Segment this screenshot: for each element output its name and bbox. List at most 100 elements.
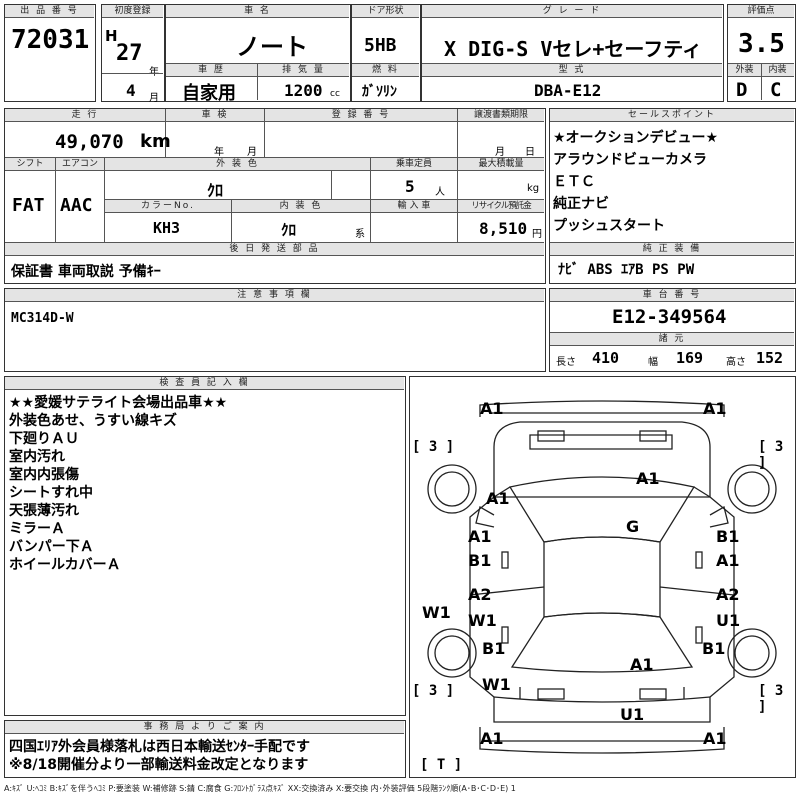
width-label: 幅 — [648, 357, 658, 368]
displacement-unit: cc — [330, 89, 340, 99]
year-unit: 年 — [149, 67, 159, 78]
inspector-line-8: ミラーＡ — [9, 521, 65, 537]
bracket-rear-right-wheel: [ 3 ] — [758, 683, 784, 715]
color-no-label: カラーNo. — [105, 200, 231, 213]
bracket-spare: [ T ] — [420, 757, 463, 773]
door-box: ドア形状 5HB 燃 料 ｶﾞｿﾘﾝ — [351, 4, 421, 102]
inspector-line-6: シートすれ中 — [9, 485, 93, 501]
length-label: 長さ — [556, 357, 576, 368]
era: H — [105, 27, 118, 45]
inspector-line-3: 下廻りＡＵ — [9, 431, 79, 447]
inspector-label: 検 査 員 記 入 欄 — [5, 377, 404, 390]
chassis-box: 車 台 番 号 E12-349564 諸 元 長さ 410 幅 169 高さ 1… — [549, 288, 796, 372]
reg-no-label: 登 録 番 号 — [265, 109, 457, 122]
inspection-month-unit: 月 — [247, 147, 257, 158]
ext-grade-label: 外装 — [728, 64, 761, 77]
mileage-unit: km — [140, 131, 171, 152]
mark-left-side-sill: W1 — [422, 603, 451, 622]
recycle-fee: 8,510 — [479, 219, 528, 238]
ext-grade: D — [736, 79, 748, 101]
transfer-month-unit: 月 — [495, 147, 505, 158]
mark-front-door-left-upper: A1 — [468, 527, 492, 546]
capacity-label: 乗車定員 — [371, 158, 457, 171]
length: 410 — [592, 349, 620, 367]
ext-color: ｸﾛ — [207, 181, 224, 200]
grade: X DIG-S Vセレ+セーフティ — [444, 37, 703, 61]
recycle-label: リサイクル預託金 — [458, 200, 544, 213]
inspection-label: 車 検 — [166, 109, 264, 122]
mark-rear-bumper-right: A1 — [703, 729, 727, 748]
history: 自家用 — [182, 83, 236, 104]
door-type: 5HB — [364, 35, 397, 56]
displacement-label: 排 気 量 — [258, 64, 349, 77]
first-reg-year: 27 — [116, 41, 143, 66]
grade-label: グ レ ー ド — [422, 5, 722, 18]
inspection-year-unit: 年 — [214, 147, 224, 158]
mark-rear-quarter-left: W1 — [482, 675, 511, 694]
mark-rear-bumper-left: A1 — [480, 729, 504, 748]
bracket-rear-left-wheel: [ 3 ] — [412, 683, 455, 699]
vehicle-info-box: 走 行 車 検 登 録 番 号 譲渡書類期限 49,070 km 年 月 月 日… — [4, 108, 546, 284]
sales-point-3: ＥＴＣ — [553, 174, 595, 190]
score: 3.5 — [738, 29, 785, 59]
model: DBA-E12 — [534, 81, 602, 100]
height: 152 — [756, 349, 784, 367]
mark-front-door-right-lower: A1 — [716, 551, 740, 570]
sales-points-label: セールスポイント — [550, 109, 794, 122]
mark-rear-bumper: U1 — [620, 705, 645, 724]
mark-front-door-left-lower: B1 — [468, 551, 492, 570]
inspector-line-10: ホイールカバーＡ — [9, 557, 121, 573]
max-load-unit: kg — [527, 183, 540, 194]
shift: FAT — [12, 195, 45, 216]
grade-box: グ レ ー ド X DIG-S Vセレ+セーフティ 型 式 DBA-E12 — [421, 4, 724, 102]
capacity: 5 — [405, 177, 415, 196]
inspector-line-9: バンパー下Ａ — [9, 539, 94, 555]
notes-label: 注 意 事 項 欄 — [5, 289, 544, 302]
ext-color-label: 外 装 色 — [105, 158, 370, 171]
model-label: 型 式 — [422, 64, 722, 77]
mileage-label: 走 行 — [5, 109, 165, 122]
ac: AAC — [60, 195, 93, 216]
displacement: 1200 — [284, 81, 323, 100]
inspector-line-7: 天張薄汚れ — [9, 503, 79, 519]
chassis-label: 車 台 番 号 — [550, 289, 794, 302]
damage-diagram-box: A1 A1 A1 A1 G A1 B1 B1 A1 A2 A2 W1 U1 W1… — [409, 376, 796, 778]
mark-hood: A1 — [636, 469, 660, 488]
dims-label: 諸 元 — [550, 333, 794, 346]
import-label: 輸 入 車 — [371, 200, 457, 213]
mark-front-bumper-left: A1 — [480, 399, 504, 418]
first-registration-box: 初度登録 H 27 年 4 月 — [101, 4, 165, 104]
transfer-day-unit: 日 — [525, 147, 535, 158]
mark-roof: G — [626, 517, 640, 536]
score-label: 評価点 — [728, 5, 794, 18]
color-no: KH3 — [153, 219, 181, 237]
office-line-2: ※8/18開催分より一部輸送料金改定となります — [9, 757, 309, 773]
car-diagram — [427, 400, 777, 754]
notes: MC314D-W — [11, 311, 74, 326]
chassis-number: E12-349564 — [612, 306, 727, 328]
month-unit: 月 — [149, 93, 159, 104]
legend: A:ｷｽﾞ U:ﾍｺﾐ B:ｷｽﾞを伴うﾍｺﾐ P:要塗装 W:補修跡 S:錆 … — [4, 784, 516, 793]
inspector-line-1: ★★愛媛サテライト会場出品車★★ — [9, 395, 228, 411]
inspector-line-4: 室内汚れ — [9, 449, 65, 465]
bracket-front-left-wheel: [ 3 ] — [412, 439, 455, 455]
lot-number-label: 出 品 番 号 — [5, 5, 94, 18]
later-parts-label: 後 日 発 送 部 品 — [5, 243, 544, 256]
history-label: 車 歴 — [166, 64, 257, 77]
mark-rear-door-right-lower: U1 — [716, 611, 741, 630]
score-box: 評価点 3.5 外装 内装 D C — [727, 4, 796, 102]
lot-number: 72031 — [11, 25, 90, 55]
int-grade: C — [770, 79, 782, 101]
first-registration-label: 初度登録 — [102, 5, 163, 18]
fuel: ｶﾞｿﾘﾝ — [362, 84, 397, 100]
fuel-label: 燃 料 — [352, 64, 419, 77]
ac-label: エアコン — [56, 158, 104, 171]
sales-point-2: アラウンドビューカメラ — [553, 152, 707, 168]
mark-rear-door-right-upper: A2 — [716, 585, 740, 604]
capacity-unit: 人 — [435, 187, 445, 198]
mark-front-bumper-right: A1 — [703, 399, 727, 418]
max-load-label: 最大積載量 — [458, 158, 544, 171]
recycle-unit: 円 — [532, 229, 542, 240]
int-color: ｸﾛ — [281, 221, 297, 239]
car-name: ノート — [236, 33, 308, 61]
